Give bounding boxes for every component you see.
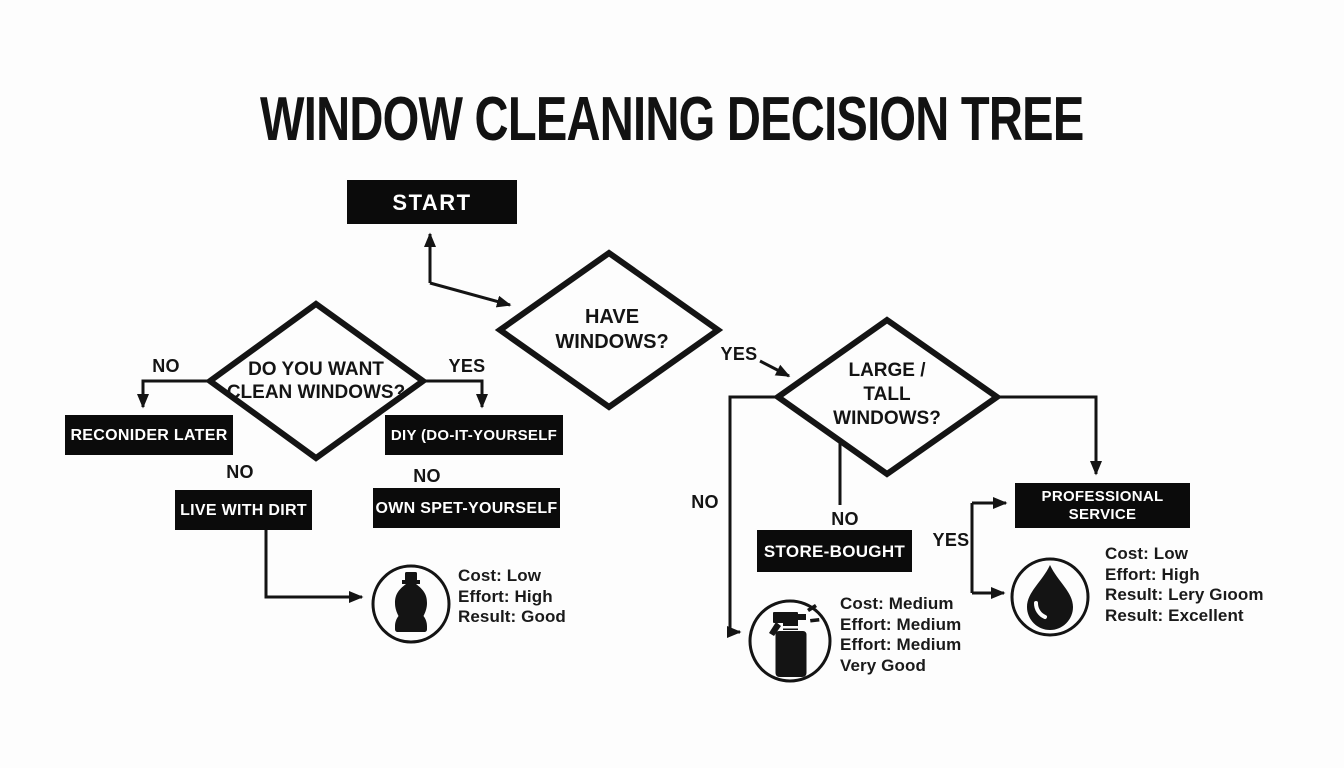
connector-dirt-to-bottle	[264, 530, 364, 603]
branch-label-want-yes: YES	[448, 356, 486, 376]
connector-have-yes	[759, 359, 791, 378]
branch-label-spet-no: NO	[413, 466, 441, 486]
node-own-spet-yourself: OWN SPET-YOURSELF	[373, 488, 560, 528]
page-title: WINDOW CLEANING DECISION TREE	[260, 85, 1084, 154]
decision-diamonds	[204, 249, 1003, 478]
diamond-label-want-clean: DO YOU WANT CLEAN WINDOWS?	[226, 359, 406, 403]
diamond-label-large-tall: LARGE / TALL WINDOWS?	[833, 360, 941, 429]
connector-want-no	[137, 379, 210, 409]
diamond-have-windows	[494, 249, 724, 411]
connector-to-have-windows	[429, 281, 512, 308]
branch-label-large-no-left: NO	[691, 492, 719, 512]
node-diy: DIY (DO-IT-YOURSELF	[385, 415, 563, 455]
branch-label-have-yes: YES	[720, 344, 758, 364]
branch-label-large-yes: YES	[932, 530, 970, 550]
connector-large-no-to-spray	[727, 395, 778, 638]
branch-label-large-no-bottom: NO	[831, 509, 859, 529]
diamond-large-tall	[772, 316, 1003, 478]
node-start: START	[347, 180, 517, 224]
branch-label-dirt-no: NO	[226, 462, 254, 482]
node-store-bought: STORE-BOUGHT	[757, 530, 912, 572]
droplet-icon	[1027, 565, 1073, 630]
result-info-diy: Cost: Low Effort: High Result: Good	[458, 566, 566, 626]
node-reconsider-later: RECONIDER LATER	[65, 415, 233, 455]
result-info-professional: Cost: Low Effort: High Result: Lery Gıoo…	[1105, 544, 1264, 625]
node-professional-service: PROFESSIONAL SERVICE	[1015, 483, 1190, 528]
diamond-label-have-windows: HAVE WINDOWS?	[555, 306, 669, 353]
bottle-icon	[395, 572, 427, 632]
diamond-want-clean	[204, 300, 429, 462]
spray-bottle-icon	[769, 604, 820, 677]
result-info-store-bought: Cost: Medium Effort: Medium Effort: Medi…	[840, 594, 962, 675]
connector-large-to-professional	[997, 395, 1102, 476]
node-live-with-dirt: LIVE WITH DIRT	[175, 490, 312, 530]
connector-want-yes	[423, 379, 488, 409]
connector-lines	[137, 232, 1102, 638]
branch-label-want-no: NO	[152, 356, 180, 376]
